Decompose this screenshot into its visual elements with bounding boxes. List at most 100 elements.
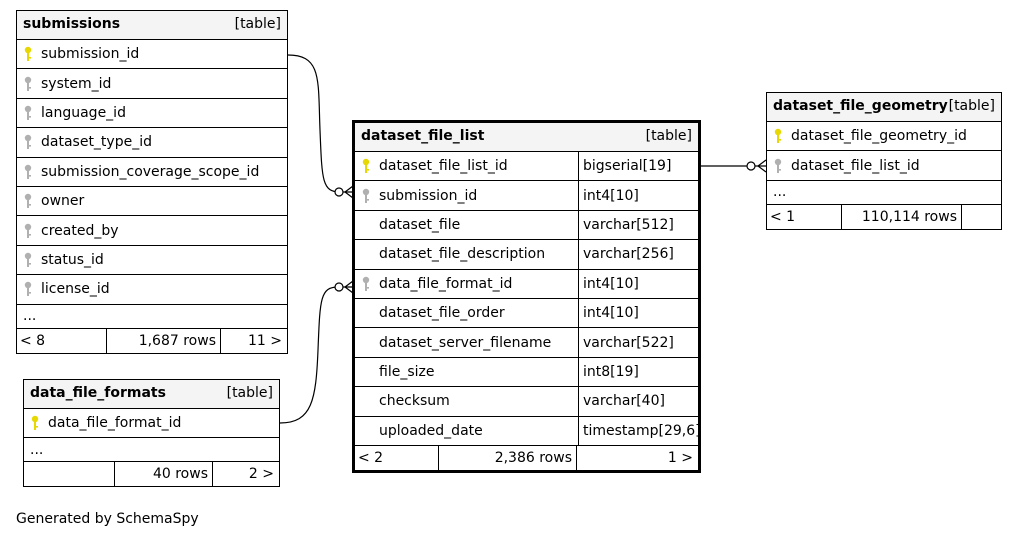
row-count: 2,386 rows xyxy=(439,445,577,470)
column-row[interactable]: status_id xyxy=(17,246,287,276)
column-list: data_file_format_id xyxy=(24,409,279,439)
link-crowfoot xyxy=(344,185,354,199)
column-row[interactable]: dataset_server_filename varchar[522] xyxy=(355,328,698,358)
table-dataset-file-geometry[interactable]: dataset_file_geometry [table] dataset_fi… xyxy=(766,92,1002,230)
column-name-cell: submission_id xyxy=(17,46,287,62)
column-type: timestamp[29,6] xyxy=(578,416,701,445)
column-row[interactable]: dataset_file_list_id xyxy=(767,151,1001,181)
foreign-key-icon xyxy=(362,188,370,203)
column-row[interactable]: uploaded_date timestamp[29,6] xyxy=(355,416,701,446)
column-name: dataset_file_description xyxy=(379,246,546,263)
foreign-key-icon xyxy=(24,252,32,267)
children-count[interactable]: 1 > xyxy=(667,449,693,466)
column-type: bigserial[19] xyxy=(578,152,698,181)
parents-count[interactable]: < 2 xyxy=(355,445,439,470)
row-count: 110,114 rows xyxy=(842,204,962,229)
parents-count[interactable]: < 1 xyxy=(767,204,842,229)
foreign-key-icon xyxy=(24,223,32,238)
column-type: varchar[40] xyxy=(578,387,698,416)
column-row[interactable]: submission_coverage_scope_id xyxy=(17,158,287,187)
column-name-cell: dataset_file_order xyxy=(355,305,578,321)
column-name: submission_coverage_scope_id xyxy=(41,163,260,180)
table-header: submissions [table] xyxy=(17,11,287,40)
column-name: language_id xyxy=(41,104,126,121)
column-type: int4[10] xyxy=(578,269,698,298)
column-name: created_by xyxy=(41,222,119,239)
column-name-cell: data_file_format_id xyxy=(355,276,578,292)
table-dataset-file-list[interactable]: dataset_file_list [table] dataset_file_l… xyxy=(352,120,701,473)
table-data-file-formats[interactable]: data_file_formats [table] data_file_form… xyxy=(23,379,280,488)
column-type: int8[19] xyxy=(578,357,698,387)
column-row[interactable]: data_file_format_id xyxy=(24,409,279,439)
column-name: data_file_format_id xyxy=(379,275,513,292)
column-name: owner xyxy=(41,193,85,210)
column-type: varchar[256] xyxy=(578,240,698,269)
parents-count[interactable]: < 8 xyxy=(17,328,107,353)
column-type: varchar[522] xyxy=(578,328,698,357)
column-name-cell: created_by xyxy=(17,223,287,239)
primary-key-icon xyxy=(24,46,32,62)
column-name-cell: dataset_file xyxy=(355,217,578,233)
column-row[interactable]: dataset_file_list_id bigserial[19] xyxy=(355,152,698,182)
column-type: int4[10] xyxy=(578,298,698,328)
foreign-key-icon xyxy=(24,282,32,297)
column-name-cell: dataset_file_list_id xyxy=(767,158,1001,174)
link-crowfoot xyxy=(757,159,767,173)
column-name: submission_id xyxy=(379,187,478,204)
children-count[interactable]: 11 > xyxy=(248,332,282,349)
link-zero-circle xyxy=(334,187,344,197)
more-columns-ellipsis: ... xyxy=(17,305,287,329)
table-footer: < 8 1,687 rows 11 > xyxy=(17,328,287,353)
link-formats-to-file-list xyxy=(279,286,352,424)
column-name: dataset_file xyxy=(379,216,461,233)
column-row[interactable]: system_id xyxy=(17,69,287,99)
column-row[interactable]: owner xyxy=(17,187,287,217)
column-name: status_id xyxy=(41,251,104,268)
parents-count[interactable] xyxy=(24,462,115,487)
column-name: dataset_file_list_id xyxy=(379,158,508,175)
children-count[interactable]: 2 > xyxy=(248,466,274,483)
column-name: system_id xyxy=(41,75,112,92)
column-row[interactable]: dataset_type_id xyxy=(17,128,287,158)
column-name: uploaded_date xyxy=(379,422,483,439)
primary-key-icon xyxy=(362,158,370,174)
column-name: dataset_type_id xyxy=(41,134,152,151)
column-name: dataset_server_filename xyxy=(379,334,552,351)
column-name-cell: checksum xyxy=(355,393,578,409)
row-count: 1,687 rows xyxy=(107,328,221,353)
column-row[interactable]: data_file_format_id int4[10] xyxy=(355,269,698,299)
column-row[interactable]: created_by xyxy=(17,216,287,246)
table-footer: < 1 110,114 rows xyxy=(767,204,1001,229)
column-name: license_id xyxy=(41,281,110,298)
column-name-cell: submission_id xyxy=(355,188,578,204)
table-type-tag: [table] xyxy=(645,128,692,144)
column-row[interactable]: dataset_file_geometry_id xyxy=(767,122,1001,152)
foreign-key-icon xyxy=(774,158,782,173)
column-name-cell: license_id xyxy=(17,281,287,297)
column-row[interactable]: dataset_file_description varchar[256] xyxy=(355,240,698,270)
table-submissions[interactable]: submissions [table] submission_id system_… xyxy=(16,10,288,354)
column-row[interactable]: license_id xyxy=(17,275,287,305)
table-header: data_file_formats [table] xyxy=(24,380,279,409)
primary-key-icon xyxy=(774,128,782,144)
primary-key-icon xyxy=(31,415,39,431)
column-name-cell: data_file_format_id xyxy=(24,415,279,431)
row-count: 40 rows xyxy=(115,462,213,487)
foreign-key-icon xyxy=(362,276,370,291)
column-name-cell: dataset_server_filename xyxy=(355,335,578,351)
table-footer: 40 rows 2 > xyxy=(24,462,279,487)
column-row[interactable]: language_id xyxy=(17,99,287,129)
children-count[interactable] xyxy=(962,205,1001,229)
column-name-cell: file_size xyxy=(355,364,578,380)
column-row[interactable]: submission_id xyxy=(17,40,287,70)
generator-credit: Generated by SchemaSpy xyxy=(16,511,199,527)
table-name: dataset_file_geometry xyxy=(773,98,948,114)
